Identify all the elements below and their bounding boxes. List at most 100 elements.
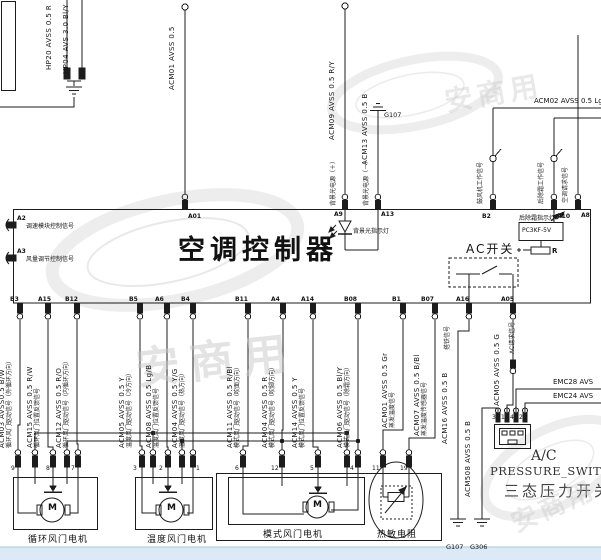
- watermark-swirl: [45, 51, 601, 522]
- pressure-pin-number: 2: [519, 414, 523, 421]
- connector-pin-number: 1: [196, 465, 200, 472]
- wire-sub-label-A05: AC请求信号: [509, 321, 516, 354]
- window-edge-strip: [0, 547, 601, 560]
- wire-sub-label-B08: 模式风门驱动信号（除霜方向）: [344, 363, 351, 448]
- backlight-led: [328, 209, 379, 251]
- wire-sublabel-acm13: 背景光电源（－）: [363, 157, 370, 206]
- pressure-switch: [481, 388, 601, 517]
- harness-wires: [17, 320, 517, 517]
- wire-sub-label-A6: 温度风门位置反馈信号: [153, 387, 160, 448]
- pressure-pin-number: 3: [492, 414, 496, 421]
- pin-label-A05: A05: [501, 296, 514, 303]
- pin-label-A13: A13: [381, 211, 394, 218]
- wire-name-label-A16: ACM16 AVSS 0.5 B: [441, 372, 449, 444]
- controller-title: 空调控制器: [178, 235, 338, 266]
- wire-name-label-A4: ACM04 AVSS 0.5 R: [261, 376, 269, 448]
- wire-label-acm01: ACM01 AVSS 0.5: [168, 26, 176, 90]
- ground-label-top: G107: [384, 111, 402, 119]
- wire-sub-label-B07: 蒸发温度传感器信号: [421, 381, 428, 436]
- motor-symbol-3: M: [313, 500, 322, 510]
- connector-pin-number: 4: [350, 465, 354, 472]
- wire-name-label-B4: ACM04 AVSS 0.5 Y/G: [171, 368, 179, 448]
- wire-sub-label-B11: 模式风门驱动信号（吹面方向）: [234, 363, 241, 448]
- wire-sub-label-B4: 温度风门驱动信号（热方向）: [179, 369, 186, 448]
- wire-name-label-B07: ACM07 AVSS 0.5 B/Bl: [413, 354, 421, 436]
- pin-label-B07: B07: [421, 296, 434, 303]
- pressure-switch-title-3: 三态压力开关: [504, 482, 601, 500]
- pin-label-a2: A2: [17, 215, 26, 222]
- ground-label-g107: G107: [446, 543, 464, 551]
- pin-label-A15: A15: [38, 296, 51, 303]
- ac-switch-label: AC开关: [466, 242, 515, 256]
- pin-desc-a3: 风量调节控制信号: [26, 256, 75, 263]
- connector-pin-number: 7: [71, 465, 75, 472]
- pressure-switch-title-2: PRESSURE_SWITCH: [490, 464, 601, 478]
- recirc-damper-motor: [13, 477, 98, 530]
- connector-pin-number: 2: [159, 465, 163, 472]
- wire-label-acm09: ACM09 AVSS 0.5 R/Y: [328, 60, 336, 140]
- pin-label-B5: B5: [129, 296, 138, 303]
- wire-name-label-A6: ACM08 AVSS 0.5 Lg/B: [145, 364, 153, 448]
- wire-sub-label-A15: 循环风门位置反馈信号: [34, 387, 41, 448]
- ground-symbols: [450, 517, 490, 527]
- wire-sublabel-a8: 空调请求信号: [562, 166, 569, 203]
- pin-label-a3: A3: [17, 248, 26, 255]
- wire-name-label-B12: ACM12 AVSS 0.5 R/O: [55, 367, 63, 448]
- controller-bottom-pins: [16, 303, 517, 320]
- wire-sublabel-acm09: 背景光电源（＋）: [330, 157, 337, 206]
- wire-sublabel-a10: 后除霜工作信号: [538, 161, 545, 204]
- pin-label-B12: B12: [65, 296, 78, 303]
- motor-label-2: 温度风门电机: [147, 535, 208, 545]
- connector-pin-number: 6: [235, 465, 239, 472]
- pin-label-A16: A16: [456, 296, 469, 303]
- wire-sub-label-B12: 循环风门驱动信号（内循环方向）: [63, 357, 70, 448]
- connector-pin-number: 8: [46, 465, 50, 472]
- connector-pin-number: 5: [310, 465, 314, 472]
- top-wires: [181, 2, 601, 194]
- pin-label-B2: B2: [482, 213, 491, 220]
- pin-label-A9: A9: [334, 211, 343, 218]
- motor-label-3: 模式风门电机: [263, 530, 324, 540]
- wire-sub-label-A4: 模式风门驱动信号（吹脚方向）: [269, 363, 276, 448]
- connector-pin-number: 3: [133, 465, 137, 472]
- connector-pin-number: 9: [11, 465, 15, 472]
- wire-label-acm02: ACM02 AVSS 0.5 Lg: [534, 97, 601, 105]
- motor-symbol-1: M: [48, 503, 57, 513]
- defrost-indicator-label: 后除霜指示灯: [519, 215, 556, 222]
- wire-name-label-B08: ACM06 AVSS 0.5 Bl/Y: [336, 366, 344, 448]
- wire-name-label-B1: ACM01 AVSS 0.5 Gr: [381, 352, 389, 428]
- thermistor-label: 热敏电阻: [377, 530, 418, 540]
- thermistor: [368, 461, 424, 539]
- wire-sub-label-B1: 蒸发温度信号: [389, 391, 396, 428]
- pin-desc-a2: 调速模块控制信号: [26, 223, 75, 230]
- pin-label-B11: B11: [235, 296, 248, 303]
- wire-name-label-A14: ACM14 AVSS 0.5 Y: [291, 377, 299, 448]
- pressure-pin-number: 4: [510, 414, 514, 421]
- motor-symbol-2: M: [167, 503, 176, 513]
- wire-name-label-B5: ACM05 AVSS 0.5 Y: [118, 377, 126, 448]
- wire-sub-label-B3: 循环风门驱动信号（外循环方向）: [6, 357, 13, 448]
- pin-label-A10: A10: [557, 213, 570, 220]
- pin-label-A4: A4: [271, 296, 280, 303]
- pin-label-A14: A14: [301, 296, 314, 303]
- ac-switch: [448, 257, 519, 303]
- controller-top-pins: [181, 193, 582, 209]
- wire-sublabel-b2: 鼓风机工作信号: [477, 161, 484, 204]
- top-left-connector: [0, 0, 86, 108]
- wire-sub-label-A16: 搭铁信号: [444, 325, 451, 350]
- wire-label-acm508: ACM508 AVSS 0.5 B: [464, 420, 472, 497]
- wire-sub-label-B5: 温度风门驱动信号（冷方向）: [126, 369, 133, 448]
- ground-label-g306: G306: [470, 543, 488, 551]
- wire-label-acm13: ACM13 AVSS 0.5 B: [361, 93, 369, 165]
- connector-pin-number: 19: [400, 465, 408, 472]
- pin-label-B08: B08: [344, 296, 357, 303]
- defrost-indicator-part: PC3KF-5V: [522, 227, 552, 234]
- wire-name-label-A05: ACM05 AVSS 0.5 G: [493, 333, 501, 406]
- wire-label-hp04: HP04 AVS 3.0 Bl/Y: [62, 4, 70, 74]
- wire-sub-label-A14: 模式风门位置反馈信号: [299, 387, 306, 448]
- pin-label-A01: A01: [188, 213, 201, 220]
- wire-label-emc24: EMC24 AVS: [553, 392, 594, 400]
- pin-label-A8: A8: [581, 212, 590, 219]
- led-label: 背景光指示灯: [353, 228, 390, 235]
